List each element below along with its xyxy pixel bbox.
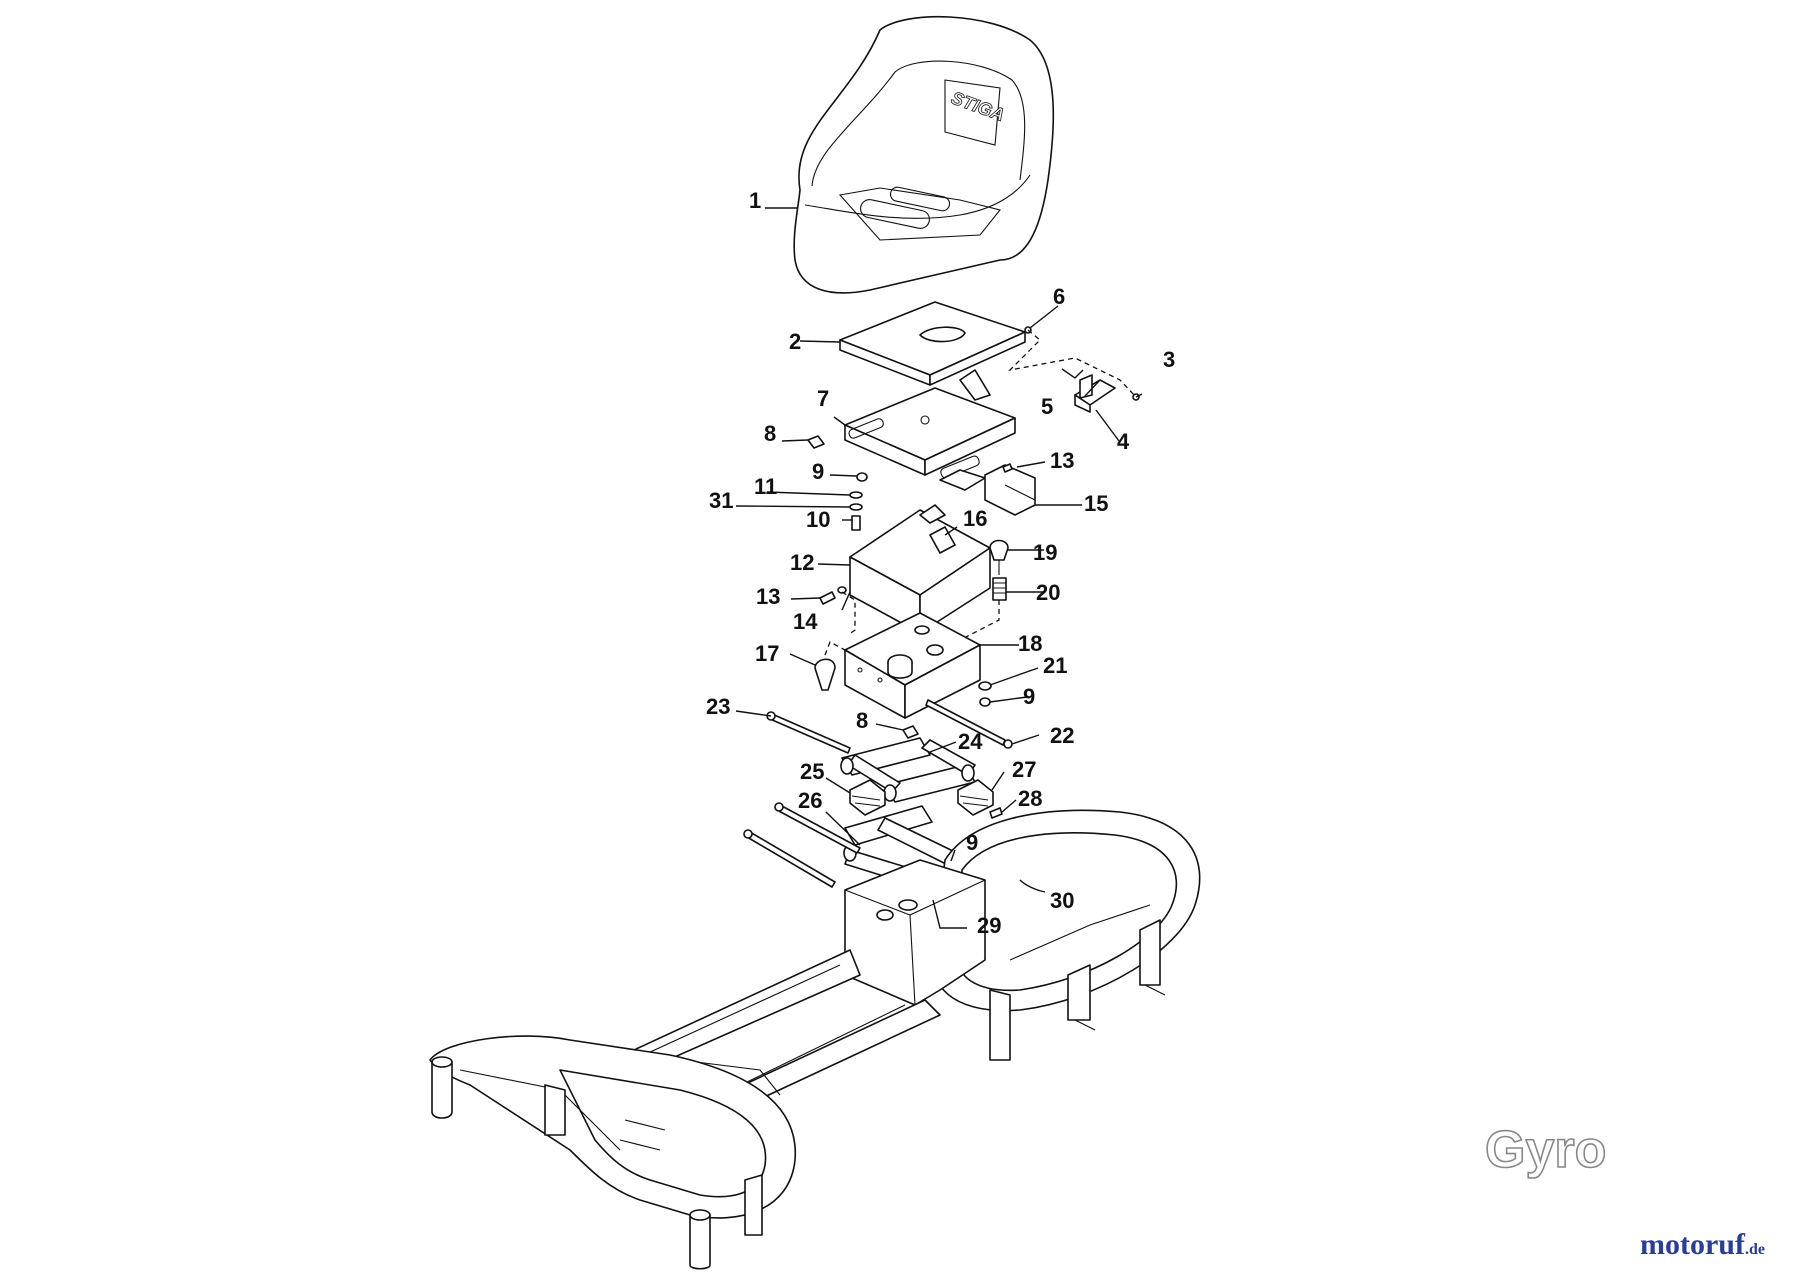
- callouts: 1 2 3 4 5 6 7 8 9 11 31 10 13 15 16 12 1…: [706, 188, 1175, 938]
- rubber-blocks: [849, 779, 994, 816]
- rods-lower: [743, 802, 861, 888]
- callout-13-top: 13: [1050, 448, 1074, 473]
- callout-9-mid: 9: [1023, 684, 1035, 709]
- callout-2: 2: [789, 329, 801, 354]
- part-14-washer: [837, 586, 847, 594]
- rods-upper: [766, 699, 1013, 754]
- part-8-bolt: [807, 435, 825, 449]
- callout-7: 7: [817, 386, 829, 411]
- part-20-spring: [992, 577, 1007, 601]
- part-27-block: [957, 779, 994, 816]
- callout-11: 11: [754, 474, 777, 499]
- slide-plate: [844, 387, 1016, 491]
- callout-16: 16: [963, 506, 987, 531]
- part-16-switch: [929, 526, 956, 554]
- seat-plate: [839, 301, 1026, 401]
- callout-14: 14: [793, 609, 818, 634]
- callout-21: 21: [1043, 653, 1067, 678]
- callout-8-lower: 8: [856, 708, 868, 733]
- callout-6: 6: [1053, 284, 1065, 309]
- chassis-frame: [429, 809, 1201, 1270]
- part-13-screw-top: [1002, 463, 1013, 473]
- lever-parts: [1008, 326, 1140, 413]
- watermark-name: motoruf: [1640, 1228, 1746, 1261]
- callout-4: 4: [1117, 429, 1130, 454]
- part-22-rod: [925, 699, 1006, 746]
- callout-15: 15: [1084, 491, 1108, 516]
- part-28-screw: [989, 807, 1003, 819]
- part-25-block: [849, 779, 886, 816]
- part-11-washer: [849, 491, 863, 499]
- part-8-bolt-lower: [902, 725, 919, 739]
- callout-10: 10: [806, 507, 830, 532]
- callout-13: 13: [756, 584, 780, 609]
- callout-12: 12: [790, 550, 814, 575]
- callout-28: 28: [1018, 786, 1042, 811]
- callout-31: 31: [709, 488, 733, 513]
- part-13-screw: [819, 591, 836, 605]
- part-10-bolt: [851, 515, 861, 531]
- upper-link: [840, 737, 976, 803]
- leader-lines: [735, 207, 1143, 929]
- part-15-bracket: [984, 464, 1036, 516]
- callout-1: 1: [749, 188, 761, 213]
- part-17-bumper: [814, 658, 836, 691]
- part-9-nut: [856, 472, 868, 482]
- watermark-suffix: .de: [1745, 1241, 1765, 1258]
- seat-bracket: [849, 504, 991, 634]
- callout-30: 30: [1050, 888, 1074, 913]
- callout-27: 27: [1012, 757, 1036, 782]
- part-31-washer: [849, 503, 863, 511]
- part-19-knob: [989, 539, 1009, 561]
- callout-19: 19: [1033, 540, 1057, 565]
- callout-29: 29: [977, 913, 1001, 938]
- callout-24: 24: [958, 729, 983, 754]
- callout-20: 20: [1036, 580, 1060, 605]
- seat: [793, 15, 1055, 294]
- callout-17: 17: [755, 641, 779, 666]
- adjuster-block: [844, 612, 981, 719]
- callout-25: 25: [800, 759, 824, 784]
- hardware-top: [807, 435, 1013, 636]
- callout-8: 8: [764, 421, 776, 446]
- callout-23: 23: [706, 694, 730, 719]
- part-21-washer: [978, 681, 992, 691]
- callout-3: 3: [1163, 347, 1175, 372]
- model-name: Gyro: [1485, 1121, 1606, 1179]
- callout-5: 5: [1041, 394, 1053, 419]
- callout-9: 9: [812, 459, 824, 484]
- part-9-nut-mid: [979, 697, 991, 707]
- callout-9-lower: 9: [966, 830, 978, 855]
- watermark: motoruf.de: [1640, 1228, 1765, 1261]
- callout-26: 26: [798, 788, 822, 813]
- callout-22: 22: [1050, 723, 1074, 748]
- part-23-rod: [769, 713, 851, 754]
- callout-18: 18: [1018, 631, 1042, 656]
